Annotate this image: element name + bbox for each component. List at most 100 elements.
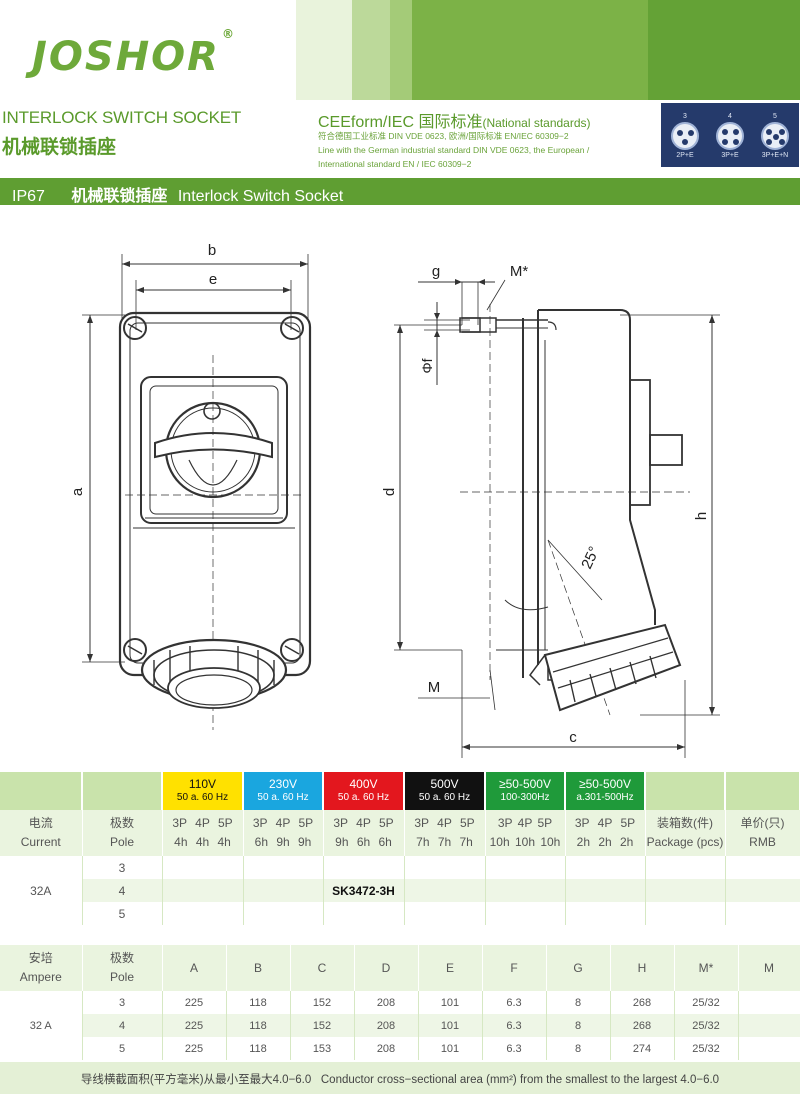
value-cell: 101 bbox=[418, 1037, 483, 1060]
side-view: g M* Φf d h c M bbox=[381, 263, 720, 758]
plug-label: 3P+E+N bbox=[761, 152, 789, 159]
value-cell: 8 bbox=[546, 1037, 611, 1060]
standard-title: CEEform/IEC 国际标准(National standards) bbox=[318, 114, 591, 131]
value-cell: 25/32 bbox=[674, 1037, 739, 1060]
hours-text: 7h 7h 7h bbox=[416, 835, 473, 849]
value-cell: 8 bbox=[546, 991, 611, 1014]
model-cell bbox=[323, 856, 405, 879]
col-header: G bbox=[546, 945, 611, 991]
value-cell: 268 bbox=[610, 1014, 675, 1037]
table-row: 4 SK3472-3H bbox=[0, 879, 800, 902]
hours-text: 2h 2h 2h bbox=[576, 835, 634, 849]
blank-cell bbox=[645, 772, 726, 810]
col-header: A bbox=[162, 945, 227, 991]
table-row: 4 225 118 152 208 101 6.3 8 268 25/32 bbox=[0, 1014, 800, 1037]
standard-line: Line with the German industrial standard… bbox=[318, 145, 590, 155]
footnote: 导线横截面积(平方毫米)从最小至最大4.0−6.0 Conductor cros… bbox=[0, 1062, 800, 1094]
header-en: Pole bbox=[109, 835, 135, 849]
poles-text: 3P 4P 5P bbox=[414, 816, 475, 830]
technical-drawing: b e a bbox=[69, 242, 720, 758]
voltage-value: ≥50-500V bbox=[579, 777, 631, 791]
plug-num: 3 bbox=[683, 113, 687, 120]
price-header: 单价(只)RMB bbox=[725, 810, 800, 856]
value-cell: 118 bbox=[226, 1037, 291, 1060]
pole-cell: 4 bbox=[82, 1014, 163, 1037]
pole-hours-cell: 3P 4P 5P 4h 4h 4h bbox=[162, 810, 244, 856]
header-cn: 电流 bbox=[28, 816, 53, 830]
current-cell: 32 A bbox=[0, 991, 83, 1060]
voltage-value: ≥50-500V bbox=[499, 777, 551, 791]
product-title-en: INTERLOCK SWITCH SOCKET bbox=[2, 108, 242, 127]
dim-label-m: M bbox=[428, 679, 441, 696]
dim-label-m-star: M* bbox=[510, 263, 528, 280]
model-cell: SK3472-3H bbox=[323, 879, 405, 902]
section-bar: IP67 机械联锁插座 Interlock Switch Socket bbox=[0, 178, 800, 205]
header-en: Package (pcs) bbox=[646, 835, 724, 849]
pole-hours-cell: 3P 4P 5P 7h 7h 7h bbox=[404, 810, 486, 856]
brand-logo: JOSHOR® bbox=[32, 26, 236, 80]
value-cell: 152 bbox=[290, 1014, 355, 1037]
dim-label-d: d bbox=[381, 488, 398, 496]
header-en: Pole bbox=[109, 970, 135, 984]
hours-text: 10h 10h 10h bbox=[489, 835, 561, 849]
frequency-value: 50 a. 60 Hz bbox=[337, 792, 390, 803]
poles-text: 3P 4P 5P bbox=[497, 816, 553, 830]
dim-label-b: b bbox=[208, 242, 216, 259]
col-header: M bbox=[738, 945, 800, 991]
value-cell: 208 bbox=[354, 1037, 419, 1060]
pole-cell: 5 bbox=[82, 1037, 163, 1060]
pole-cell: 5 bbox=[82, 902, 163, 925]
package-header: 装箱数(件) Package (pcs) bbox=[645, 810, 726, 856]
plug-config-5: 5 3P+E+N bbox=[757, 113, 793, 159]
pole-cell: 3 bbox=[82, 991, 163, 1014]
footnote-cn: 导线横截面积(平方毫米)从最小至最大4.0−6.0 bbox=[80, 1074, 312, 1086]
value-cell: 25/32 bbox=[674, 1014, 739, 1037]
plug-label: 2P+E bbox=[676, 152, 694, 159]
voltage-value: 400V bbox=[349, 777, 378, 791]
dim-label-e: e bbox=[209, 271, 217, 288]
poles-text: 3P 4P 5P bbox=[172, 816, 233, 830]
table-row: 32 A 3 225 118 152 208 101 6.3 8 268 25/… bbox=[0, 991, 800, 1060]
plug-label: 3P+E bbox=[721, 152, 739, 159]
blank-cell bbox=[725, 772, 800, 810]
table-row: 32A 3 bbox=[0, 856, 800, 925]
plug-config-4: 4 3P+E bbox=[712, 113, 748, 159]
plug-configs: 3 2P+E 4 3P+E 5 3P+E+N bbox=[661, 103, 799, 167]
value-cell: 274 bbox=[610, 1037, 675, 1060]
value-cell: 101 bbox=[418, 991, 483, 1014]
header-cn: 装箱数(件) bbox=[657, 816, 713, 830]
standard-line: 符合德国工业标准 DIN VDE 0623, 欧洲/国际标准 EN/IEC 60… bbox=[318, 131, 569, 141]
value-cell bbox=[738, 991, 800, 1014]
dim-label-g: g bbox=[432, 263, 440, 280]
frequency-value: 50 a. 60 Hz bbox=[257, 792, 309, 803]
value-cell: 6.3 bbox=[482, 1014, 547, 1037]
dim-label-h: h bbox=[693, 512, 710, 520]
section-title-en: Interlock Switch Socket bbox=[177, 188, 344, 205]
value-cell: 8 bbox=[546, 1014, 611, 1037]
blank-cell bbox=[0, 772, 83, 810]
angle-label: 25° bbox=[578, 544, 603, 572]
pole-cell: 4 bbox=[82, 879, 163, 902]
value-cell: 118 bbox=[226, 991, 291, 1014]
table-row: 5 225 118 153 208 101 6.3 8 274 25/32 bbox=[0, 1037, 800, 1060]
dim-label-phi-f: Φf bbox=[419, 358, 435, 373]
table-row: 5 bbox=[0, 902, 800, 925]
hours-text: 4h 4h 4h bbox=[174, 835, 231, 849]
value-cell: 225 bbox=[162, 1037, 227, 1060]
model-cell bbox=[323, 902, 405, 925]
voltage-value: 110V bbox=[188, 777, 217, 791]
header-cn: 安培 bbox=[28, 951, 53, 965]
value-cell: 268 bbox=[610, 991, 675, 1014]
plug-config-3: 3 2P+E bbox=[667, 113, 703, 159]
pole-hours-cell: 3P 4P 5P 10h 10h 10h bbox=[485, 810, 566, 856]
header-band: JOSHOR® bbox=[0, 0, 800, 100]
